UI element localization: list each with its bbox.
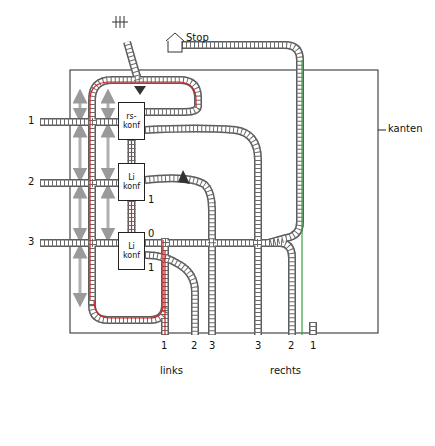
stop-house [166,33,184,52]
configuration-box: Li konf [118,232,145,270]
route-mark [90,82,196,300]
track [145,129,258,336]
track [127,42,138,80]
direction-arrow [178,170,190,184]
track [40,239,118,247]
track [40,179,118,187]
track [92,80,198,305]
track-ties [128,140,136,163]
track [145,129,258,336]
track [145,255,195,335]
double-arrow [107,96,110,115]
track-gap [129,201,134,232]
track-gap [129,140,134,163]
track-connector [131,201,132,232]
double-arrow [79,96,82,115]
route-mark [131,201,132,232]
track [161,238,169,335]
track-ties [128,201,136,232]
track [127,42,138,80]
configuration-box: Li konf [118,163,145,201]
track [40,241,118,246]
track-number: 2 [288,340,294,351]
track-number: 2 [191,340,197,351]
track-number: 3 [28,236,34,247]
track [40,181,118,186]
track [40,239,118,247]
track-rail [128,140,136,163]
track-connector [131,140,132,163]
track-number: 1 [161,340,167,351]
track [145,178,212,335]
track [40,118,118,126]
track-number: 3 [255,340,261,351]
track [311,322,316,335]
configuration-box: rs- konf [118,102,145,140]
track-number: 1 [28,115,34,126]
track [92,80,198,305]
track [182,45,300,243]
track [145,243,292,335]
double-arrow [79,191,82,235]
track-number: 0 [148,228,154,239]
box-label: Li konf [120,173,143,191]
route-mark [164,250,165,335]
track-number: 1 [148,194,154,205]
double-arrow [79,251,82,300]
signal-symbol [112,16,128,28]
track [145,243,292,335]
track [145,178,212,335]
track-number: 2 [28,176,34,187]
track [40,118,118,126]
track-number: rechts [270,365,301,376]
track [145,178,212,335]
track [40,120,118,125]
annotation: Stop [186,32,209,43]
double-arrow [107,191,110,235]
route-mark [301,60,302,335]
box-label: Li konf [120,242,143,260]
track [161,238,169,335]
board-outline [70,70,378,333]
track-rails [40,42,313,335]
track-number: links [160,365,183,376]
leader-line [378,130,386,131]
track [127,42,138,80]
track [145,255,195,335]
track [309,322,317,335]
double-arrow [79,130,82,175]
track [40,179,118,187]
annotation: kanten [388,123,423,134]
track-number: 3 [209,340,215,351]
track-number: 1 [310,340,316,351]
double-arrow [107,130,110,175]
track [182,45,300,243]
box-label: rs- konf [120,112,143,130]
track-ties [40,42,313,335]
track-number: 1 [148,262,154,273]
track-gaps [40,42,313,335]
track [145,255,195,335]
direction-arrow [134,86,146,95]
route-mark [131,140,132,163]
track [309,322,317,335]
route-mark [94,240,163,318]
track [182,45,300,243]
track-rail [128,201,136,232]
track [145,129,258,336]
